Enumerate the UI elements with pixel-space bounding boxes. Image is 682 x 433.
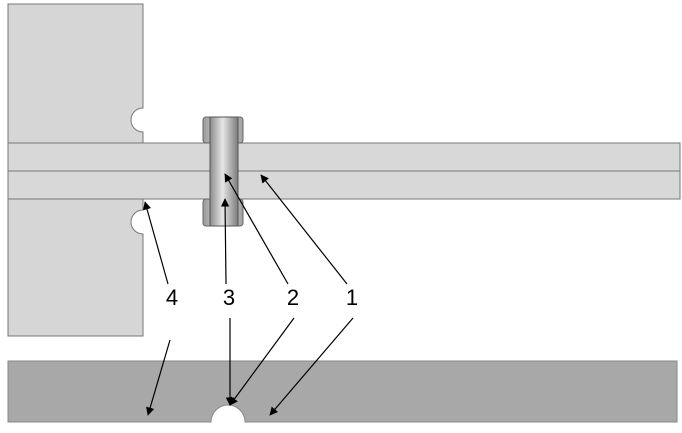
label-part-2: 2 <box>287 285 299 310</box>
label-part-3: 3 <box>223 285 235 310</box>
lower-plate <box>7 170 681 200</box>
leader-arrow-1-lower <box>269 317 354 416</box>
label-part-1: 1 <box>346 285 358 310</box>
leader-arrow-4-upper <box>142 201 169 285</box>
upper-plate <box>7 142 681 172</box>
leader-arrow-4-lower <box>146 339 171 416</box>
leader-arrow-3-upper <box>220 198 230 285</box>
pin-shaft <box>209 116 239 227</box>
leader-arrow-2-upper <box>224 173 289 285</box>
leader-arrow-1-upper <box>260 174 348 285</box>
leader-arrow-2-lower <box>229 317 295 406</box>
label-part-4: 4 <box>166 285 178 310</box>
base-bar <box>7 360 678 423</box>
